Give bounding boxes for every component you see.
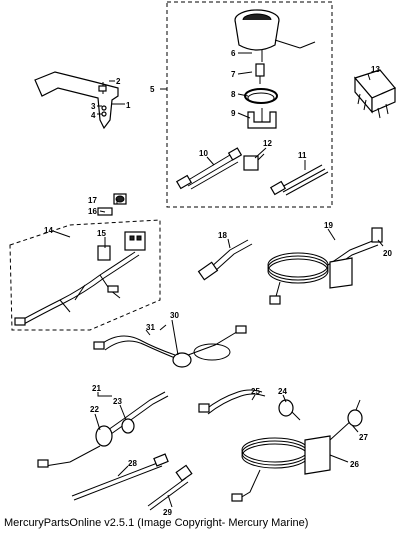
callout-5: 5 [150,85,155,94]
mounting-bracket-illustration [247,108,277,129]
harness-kit-box [9,219,161,331]
callout-10: 10 [199,149,208,158]
harness-21-23-illustration [37,391,169,468]
harness-24-25-illustration [198,389,301,421]
callout-14: 14 [44,226,53,235]
callout-13: 13 [371,65,380,74]
gauge-illustration [234,9,316,62]
callout-30: 30 [170,311,179,320]
callout-25: 25 [251,387,260,396]
callout-4: 4 [91,111,96,120]
callout-23: 23 [113,397,122,406]
mounting-ring-illustration [244,88,278,104]
harness-18-illustration [197,239,253,281]
callout-12: 12 [263,139,272,148]
callout-16: 16 [88,207,97,216]
bracket-1-illustration [34,71,119,130]
callout-29: 29 [163,508,172,517]
callout-6: 6 [231,49,236,58]
callout-2: 2 [116,77,121,86]
connector-15-illustration [97,231,146,261]
callout-21: 21 [92,384,101,393]
gauge-kit-box [166,1,333,208]
callout-11: 11 [298,151,307,160]
callout-7: 7 [231,70,236,79]
callout-24: 24 [278,387,287,396]
callout-19: 19 [324,221,333,230]
cable-28-29-illustration [71,453,193,511]
module-13-illustration [353,69,396,119]
connector-12-illustration [243,153,265,171]
callout-22: 22 [90,405,99,414]
harness-10-illustration [175,147,243,190]
callout-28: 28 [128,459,137,468]
callout-15: 15 [97,229,106,238]
harness-19-illustration [267,227,383,305]
callout-9: 9 [231,109,236,118]
callout-8: 8 [231,90,236,99]
harness-30-31-illustration [93,325,247,368]
harness-14-illustration [14,251,140,326]
callout-17: 17 [88,196,97,205]
callout-26: 26 [350,460,359,469]
callout-27: 27 [359,433,368,442]
fitting-illustration [255,63,265,84]
callout-18: 18 [218,231,227,240]
callout-20: 20 [383,249,392,258]
callout-1: 1 [126,101,131,110]
callout-leaders [52,52,384,508]
copyright-footer: MercuryPartsOnline v2.5.1 (Image Copyrig… [4,517,309,529]
callout-labels: 1 2 3 4 5 6 7 8 9 10 11 12 13 14 15 16 1… [44,49,392,517]
harness-11-illustration [269,164,329,196]
callout-3: 3 [91,102,96,111]
harness-26-27-illustration [231,399,363,502]
callout-31: 31 [146,323,155,332]
